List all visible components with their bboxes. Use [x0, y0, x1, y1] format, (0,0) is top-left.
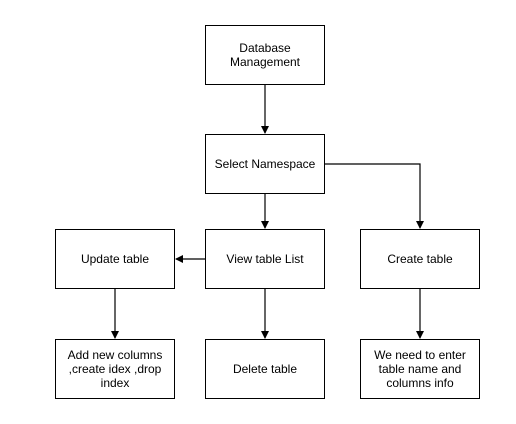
arrow-namespace-to-create — [325, 163, 424, 229]
enter-table-info-label: We need to enter table name and columns … — [374, 348, 466, 390]
delete-table-label: Delete table — [232, 362, 298, 376]
database-management-label: Database Management — [229, 41, 301, 69]
add-new-columns-node: Add new columns ,create idex ,drop index — [55, 339, 175, 399]
select-namespace-label: Select Namespace — [214, 157, 316, 171]
add-new-columns-label: Add new columns ,create idex ,drop index — [67, 348, 163, 390]
database-management-node: Database Management — [205, 25, 325, 85]
update-table-label: Update table — [80, 252, 150, 266]
select-namespace-node: Select Namespace — [205, 134, 325, 194]
create-table-label: Create table — [387, 252, 453, 266]
view-table-list-label: View table List — [226, 252, 304, 266]
update-table-node: Update table — [55, 229, 175, 289]
delete-table-node: Delete table — [205, 339, 325, 399]
create-table-node: Create table — [360, 229, 480, 289]
view-table-list-node: View table List — [205, 229, 325, 289]
enter-table-info-node: We need to enter table name and columns … — [360, 339, 480, 399]
